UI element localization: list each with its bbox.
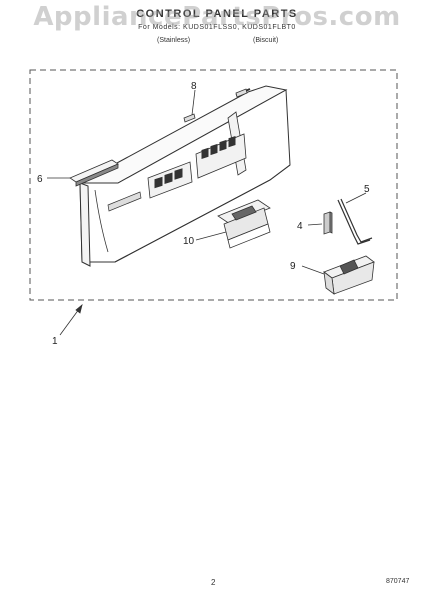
part-4-bracket <box>323 211 333 235</box>
callout-6: 6 <box>37 174 43 185</box>
callout-10: 10 <box>183 236 195 247</box>
callout-5: 5 <box>364 184 370 195</box>
document-code: 870747 <box>386 578 410 585</box>
watermark-logo: AppliancePartsPros.com <box>33 2 401 32</box>
leader-lines <box>47 89 367 336</box>
model-numbers: For Models: KUDS01FLSS0, KUDS01FLBT0 <box>138 24 296 31</box>
callout-4: 4 <box>297 221 303 232</box>
callout-1: 1 <box>52 336 58 347</box>
page-number: 2 <box>211 578 216 587</box>
callout-numbers: 1 4 5 6 8 9 10 <box>37 81 370 347</box>
part-6-trim-strip <box>69 159 119 187</box>
part-9-latch <box>323 255 375 295</box>
callout-9: 9 <box>290 261 296 272</box>
color-label-biscuit: (Biscuit) <box>253 37 279 44</box>
page-title: CONTROL PANEL PARTS <box>136 8 298 20</box>
color-label-stainless: (Stainless) <box>157 37 191 44</box>
part-5-rod <box>337 198 373 245</box>
part-10-control-board <box>217 199 271 249</box>
part-8-screws <box>183 88 248 123</box>
callout-8: 8 <box>191 81 197 92</box>
assembly-boundary <box>29 69 398 301</box>
control-panel-illustration <box>79 85 291 267</box>
